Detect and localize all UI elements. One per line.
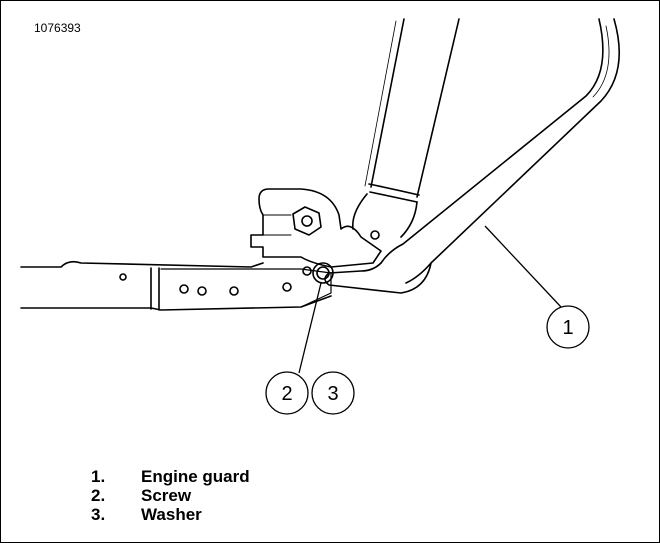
screw-head <box>316 266 330 280</box>
engine-guard-bar-outer <box>405 18 620 284</box>
rail-collar <box>150 267 160 311</box>
washer <box>312 262 334 284</box>
rail-bracket-plate <box>160 268 332 308</box>
tube-collar <box>368 183 420 203</box>
legend-number: 1. <box>91 467 106 486</box>
figure-id: 1076393 <box>34 21 81 35</box>
engine-guard-bar-highlight <box>592 25 610 98</box>
callout-1: 1 <box>546 305 590 349</box>
legend-item: 2. Screw <box>91 486 250 505</box>
clamp-bolt-center <box>301 215 313 227</box>
parts-legend: 1. Engine guard 2. Screw 3. Washer <box>91 467 250 524</box>
bracket-hole-upper <box>370 230 380 240</box>
frame-rail-bottom <box>20 295 332 311</box>
rail-hole-1 <box>119 273 127 281</box>
legend-number: 2. <box>91 486 106 505</box>
callout-3: 3 <box>311 371 355 415</box>
svg-text:1: 1 <box>562 317 573 339</box>
svg-text:2: 2 <box>281 383 292 405</box>
leader-line-2-3 <box>298 282 322 374</box>
frame-tube-outline <box>370 18 460 198</box>
legend-text: Engine guard <box>141 467 250 486</box>
clamp-bolt-hex <box>292 206 322 236</box>
engine-guard-bar-inner <box>380 18 604 264</box>
svg-text:3: 3 <box>327 383 338 405</box>
clamp-body <box>250 188 382 268</box>
rail-hole-5 <box>282 282 292 292</box>
tube-elbow <box>351 193 418 238</box>
legend-item: 1. Engine guard <box>91 467 250 486</box>
frame-rail-top <box>20 260 264 268</box>
leader-line-1 <box>484 225 562 308</box>
rail-hole-3 <box>197 286 207 296</box>
legend-text: Washer <box>141 505 202 524</box>
callout-2: 2 <box>265 371 309 415</box>
legend-item: 3. Washer <box>91 505 250 524</box>
legend-number: 3. <box>91 505 106 524</box>
rail-hole-6 <box>302 266 312 276</box>
rail-hole-4 <box>229 286 239 296</box>
frame-tube-inner <box>364 20 397 187</box>
clamp-slot <box>262 214 292 236</box>
legend-text: Screw <box>141 486 192 505</box>
rail-hole-2 <box>179 284 189 294</box>
